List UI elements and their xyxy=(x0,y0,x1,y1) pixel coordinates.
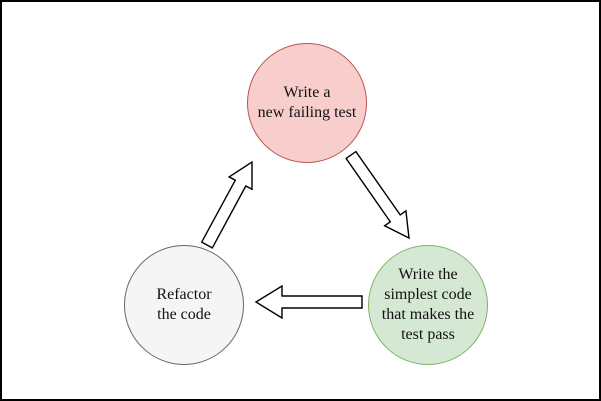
node-label-line: Refactor xyxy=(156,286,212,303)
arrow-simplest-code-to-refactor xyxy=(254,284,363,320)
node-label-line: new failing test xyxy=(257,104,357,121)
arrow-failing-test-to-simplest-code xyxy=(345,150,410,240)
node-write-simplest-code: Write the simplest code that makes the t… xyxy=(368,245,488,365)
node-label-line: that makes the xyxy=(381,306,475,323)
node-label-line: simplest code xyxy=(384,286,472,303)
node-label-line: test pass xyxy=(401,326,455,343)
node-refactor-code: Refactor the code xyxy=(124,245,244,365)
node-write-failing-test: Write a new failing test xyxy=(247,43,367,163)
node-label-line: Write a xyxy=(283,84,331,101)
node-label-line: the code xyxy=(157,306,211,323)
arrow-refactor-to-failing-test xyxy=(200,160,253,249)
node-label-line: Write the xyxy=(398,266,458,283)
